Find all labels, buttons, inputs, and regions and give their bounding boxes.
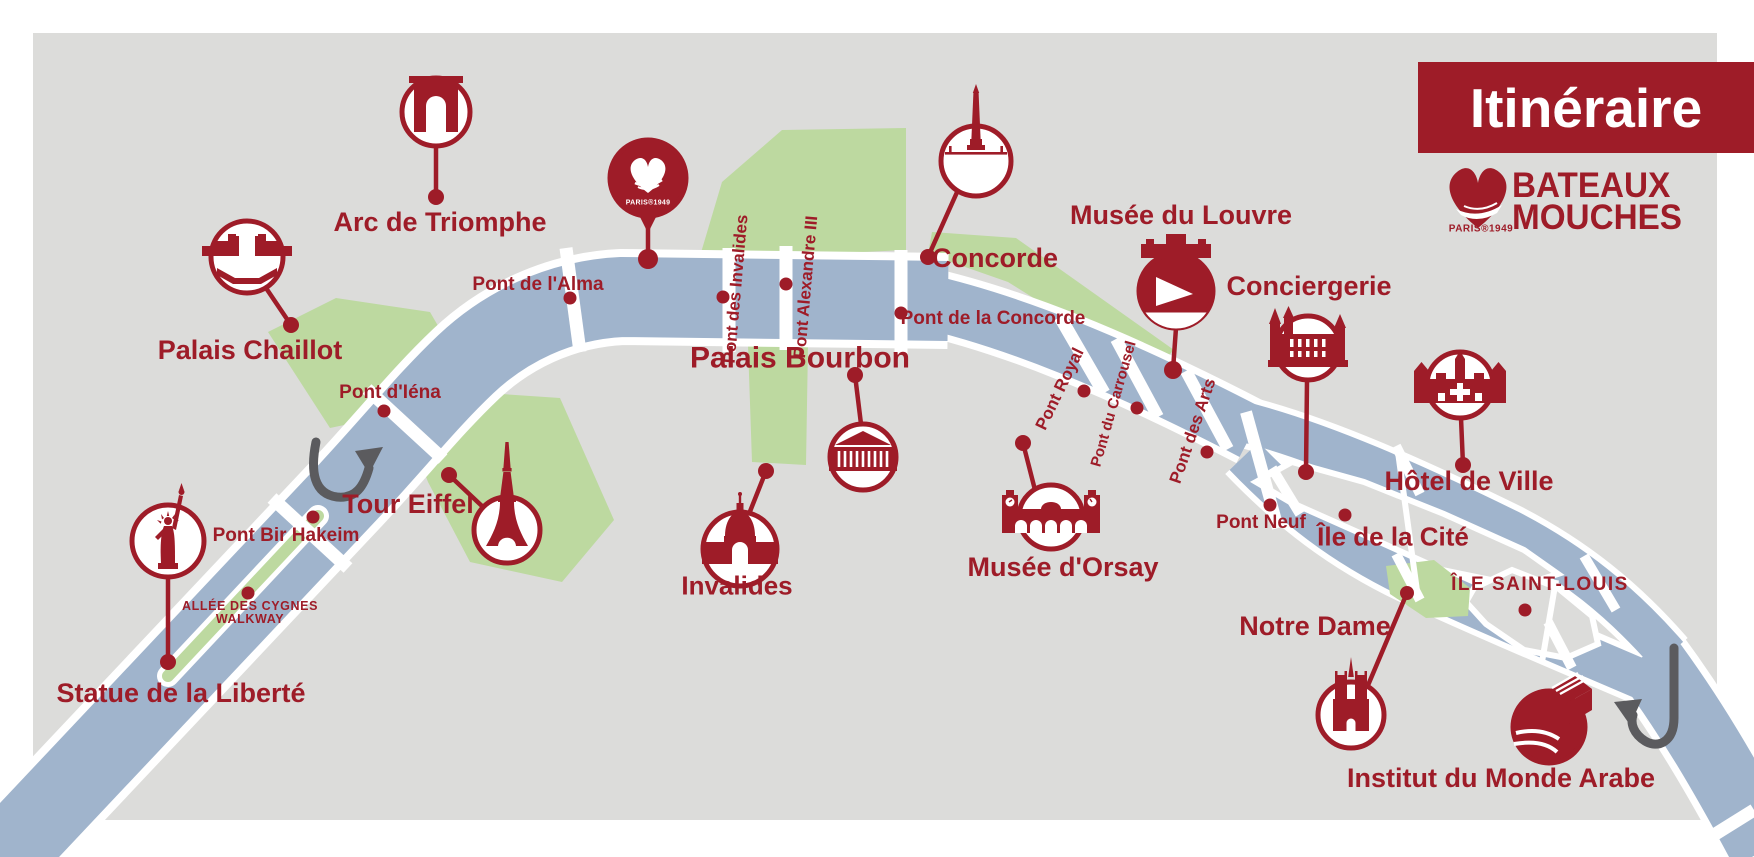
- notre-dame-icon: [1315, 657, 1387, 751]
- label-palais-chaillot: Palais Chaillot: [157, 334, 343, 365]
- uturn-arrow-west: [309, 437, 383, 502]
- park-esplanade-invalides: [748, 345, 808, 465]
- marker-pins: [160, 143, 1532, 693]
- label-ile-saint-louis: ÎLE SAINT-LOUIS: [1451, 574, 1629, 596]
- label-pont-neuf: Pont Neuf: [1216, 512, 1306, 534]
- arc-de-triomphe-icon: [399, 75, 473, 149]
- bridge-crossings: [267, 246, 1754, 854]
- label-notre-dame: Notre Dame: [1239, 610, 1391, 641]
- pont-iena-dot: [377, 404, 391, 418]
- allee-des-cygnes-line1: ALLÉE DES CYGNES: [181, 598, 319, 613]
- concorde-pin: [920, 187, 961, 265]
- pont-arts-dot: [1200, 445, 1214, 459]
- musee-d-orsay-icon: [1002, 482, 1100, 552]
- invalides-pin: [746, 463, 774, 517]
- route-turn-arrows: [309, 437, 1679, 749]
- bridge-royal: [1054, 313, 1110, 397]
- conciergerie-icon: [1268, 306, 1348, 383]
- park-champs-elysees: [700, 128, 906, 258]
- hotel-de-ville-pin: [1455, 415, 1471, 473]
- bateaux-mouches-wordmark: BATEAUX MOUCHES: [1512, 166, 1682, 237]
- institut-du-monde-arabe-icon: [1510, 671, 1592, 766]
- pont-alexandre-dot: [779, 277, 793, 291]
- notre-dame-pin: [1363, 586, 1414, 693]
- bateaux-mouches-dock-pin: [607, 137, 689, 233]
- musee-du-louvre-icon: [1136, 234, 1216, 331]
- label-ile-de-la-cite: Île de la Cité: [1317, 521, 1469, 552]
- label-tour-eiffel: Tour Eiffel: [342, 488, 474, 519]
- ile-saint-louis-shape: [1462, 566, 1602, 662]
- statue-liberte-pin: [160, 574, 176, 670]
- dock-pin-tagline: PARIS®1949: [625, 199, 671, 207]
- arc-de-triomphe-pin: [428, 143, 444, 205]
- pont-concorde-dot: [894, 306, 908, 320]
- bridge-petit-pont: [1267, 465, 1305, 517]
- logo-line2: MOUCHES: [1512, 198, 1682, 237]
- street-saint-louis: [1539, 579, 1559, 663]
- pont-carrousel-dot: [1130, 401, 1144, 415]
- title-banner: Itinéraire: [1418, 62, 1754, 153]
- pont-royal-dot: [1077, 384, 1091, 398]
- label-conciergerie: Conciergerie: [1226, 270, 1392, 301]
- concorde-obelisk-icon: [938, 84, 1014, 199]
- bridge-arts: [1180, 368, 1234, 452]
- label-musee-du-louvre: Musée du Louvre: [1069, 199, 1293, 230]
- allee-des-cygnes-line2: WALKWAY: [215, 612, 285, 626]
- streets: [1395, 451, 1559, 663]
- label-musee-d-orsay: Musée d'Orsay: [967, 551, 1159, 582]
- label-arc-de-triomphe: Arc de Triomphe: [333, 206, 547, 237]
- pont-alma-dot: [563, 291, 577, 305]
- pont-invalides-dot: [716, 290, 730, 304]
- landmark-icons: [129, 75, 1592, 766]
- ile-cite-dot: [1338, 508, 1352, 522]
- label-allee-des-cygnes: ALLÉE DES CYGNES WALKWAY: [181, 598, 319, 626]
- palais-chaillot-icon: [202, 218, 292, 296]
- louvre-pin: [1164, 325, 1182, 379]
- label-pont-de-la-concorde: Pont de la Concorde: [900, 308, 1086, 330]
- hotel-de-ville-icon: [1414, 349, 1506, 421]
- tour-eiffel-pin: [441, 467, 486, 510]
- logo-line1: BATEAUX: [1512, 166, 1671, 205]
- ile-saint-louis-dot: [1518, 603, 1532, 617]
- label-concorde: Concorde: [931, 242, 1059, 273]
- page-title: Itinéraire: [1469, 76, 1703, 139]
- conciergerie-pin: [1298, 377, 1314, 480]
- river-exit-east: [1616, 634, 1754, 857]
- label-institut-du-monde-arabe: Institut du Monde Arabe: [1347, 762, 1655, 793]
- bridge-carrousel: [1110, 336, 1164, 420]
- palais-chaillot-pin: [263, 285, 299, 333]
- bateaux-mouches-heart-icon: [1449, 168, 1507, 228]
- statue-de-la-liberte-icon: [129, 483, 207, 580]
- bridge-iena: [362, 384, 448, 464]
- palais-bourbon-pin: [847, 367, 864, 427]
- bridge-austerlitz: [1689, 804, 1754, 854]
- river-north-channel: [1231, 400, 1684, 669]
- label-invalides: Invalides: [681, 570, 793, 601]
- label-pont-de-l-alma: Pont de l'Alma: [472, 274, 604, 296]
- invalides-icon: [700, 492, 780, 589]
- bridge-sully-north: [1579, 553, 1621, 613]
- pont-neuf-dot: [1263, 498, 1277, 512]
- label-statue-de-la-liberte: Statue de la Liberté: [56, 677, 306, 708]
- bridge-sully-south: [1543, 619, 1577, 671]
- bridge-bir-hakeim: [267, 493, 353, 573]
- uturn-arrow-east: [1614, 643, 1679, 749]
- palais-bourbon-icon: [827, 421, 899, 493]
- pont-bir-hakeim-dot: [306, 510, 320, 524]
- logo-tagline: PARIS®1949: [1448, 223, 1514, 235]
- label-pont-bir-hakeim: Pont Bir Hakeim: [212, 525, 360, 547]
- orsay-pin: [1015, 435, 1038, 493]
- label-pont-d-iena: Pont d'Iéna: [339, 382, 441, 404]
- tour-eiffel-icon: [471, 442, 543, 566]
- allee-cygnes-dot: [241, 586, 255, 600]
- street-cite: [1395, 451, 1421, 599]
- label-palais-bourbon: Palais Bourbon: [689, 341, 911, 375]
- label-hotel-de-ville: Hôtel de Ville: [1384, 465, 1554, 496]
